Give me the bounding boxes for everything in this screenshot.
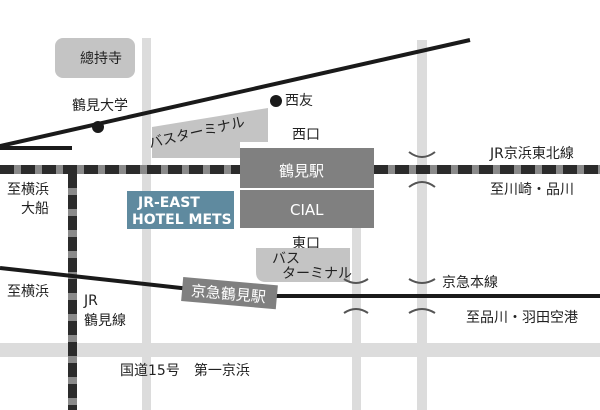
dest-haneda-label: 至品川・羽田空港 (466, 310, 578, 326)
road-vertical-right (417, 40, 427, 410)
dest-yokohama-ofuna-label-1: 至横浜 (7, 182, 49, 198)
road-vertical-center (352, 228, 361, 410)
overpass-keikyu-center (343, 278, 369, 314)
university-label: 鶴見大学 (72, 97, 128, 114)
hotel-building (127, 191, 234, 229)
saiyu-label: 西友 (285, 93, 313, 109)
bus-terminal-east (256, 248, 350, 282)
overpass-jr-right (408, 151, 436, 188)
jr-line-label: JR京浜東北線 (489, 146, 574, 162)
jr-tsurumi-label-1: JR (83, 293, 98, 309)
keikyu-line-label: 京急本線 (442, 275, 498, 291)
station-building (240, 148, 374, 188)
hotel-label-line2: HOTEL METS (132, 212, 232, 228)
dest-yokohama-ofuna-label-2: 大船 (21, 201, 49, 217)
bus-terminal-east-label-2: ターミナル (282, 266, 352, 282)
jr-tsurumi-label-2: 鶴見線 (84, 312, 126, 329)
overpass-keikyu-right (408, 278, 436, 314)
saiyu-marker (270, 95, 282, 107)
keikyu-station (181, 277, 278, 310)
dest-kawasaki-label: 至川崎・品川 (490, 182, 574, 198)
west-exit-label: 西口 (292, 127, 320, 143)
cial-building (240, 190, 374, 228)
cial-label: CIAL (290, 201, 324, 219)
temple-area (55, 38, 135, 78)
diagonal-road (0, 38, 471, 148)
route15-label: 国道15号 第一京浜 (120, 362, 250, 379)
station-label: 鶴見駅 (279, 162, 324, 180)
dest-yokohama-label: 至横浜 (7, 284, 49, 300)
jr-tsurumi-line (68, 174, 77, 410)
temple-label: 總持寺 (80, 50, 122, 67)
bus-terminal-east-label-1: バス (272, 251, 300, 267)
keikyu-station-group: 京急鶴見駅 (181, 277, 278, 310)
bus-terminal-west (152, 108, 268, 158)
jr-keihin-tohoku-line (0, 165, 600, 174)
road-route15 (0, 343, 600, 357)
hotel-label-line1: JR-EAST (137, 195, 200, 211)
